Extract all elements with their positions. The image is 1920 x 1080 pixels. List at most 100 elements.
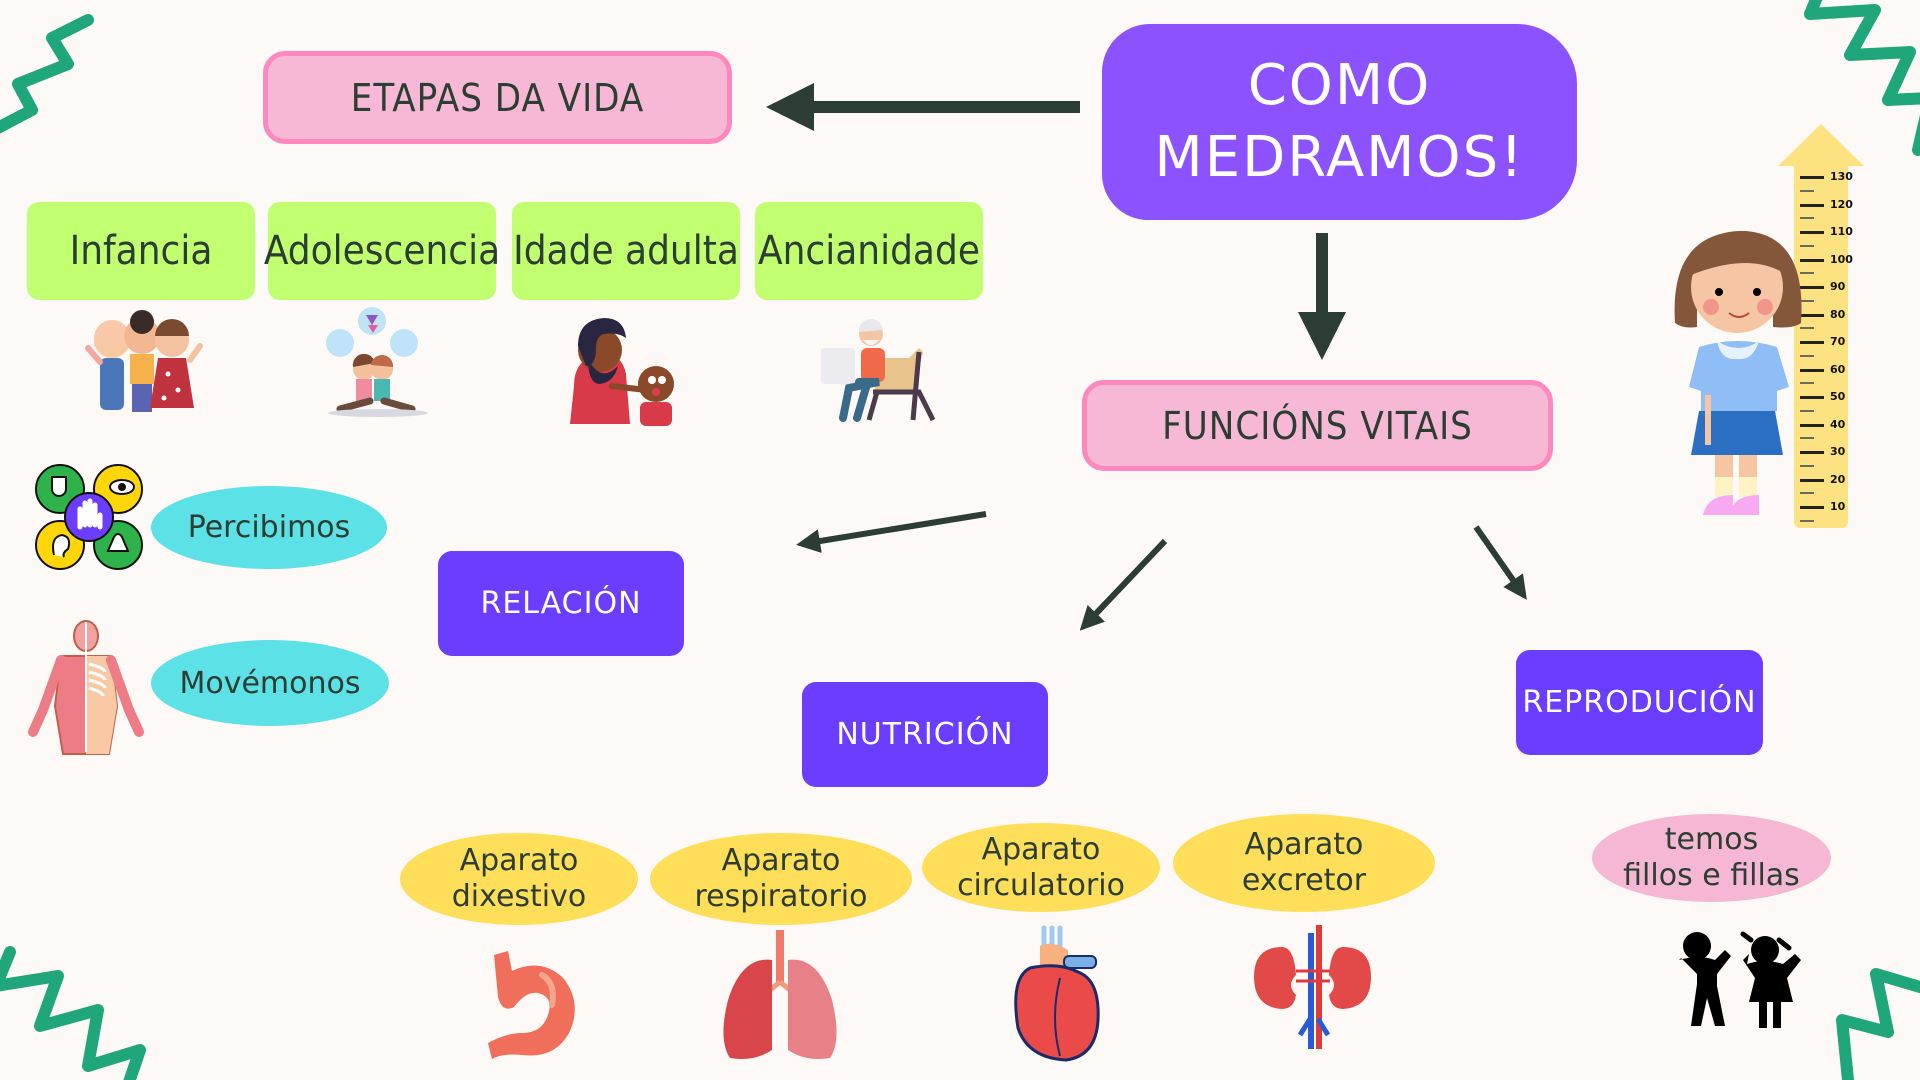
human-body-anatomy-icon (28, 620, 144, 755)
percibimos-label: Percibimos (187, 510, 351, 545)
stage-box-infancia: Infancia (27, 202, 255, 300)
zigzag-top-left (0, 14, 94, 134)
height-ruler: 130 120 110 100 90 80 70 60 50 40 30 20 10 (1778, 124, 1864, 529)
circulatorio-line1: Aparato (981, 831, 1101, 867)
ruler-minor-tick (1800, 217, 1814, 220)
dixestivo-line2: dixestivo (451, 879, 587, 914)
etapas-heading-box: ETAPAS DA VIDA (263, 51, 732, 144)
ruler-major-tick (1800, 396, 1824, 399)
ruler-label: 70 (1830, 335, 1846, 348)
ruler-label: 30 (1830, 445, 1846, 458)
temos-line2: fillos e fillas (1623, 858, 1800, 893)
stage-label: Ancianidade (758, 228, 980, 274)
movemonos-ellipse: Movémonos (151, 640, 389, 726)
ruler-major-tick (1800, 478, 1824, 482)
stage-box-ancianidade: Ancianidade (755, 202, 983, 300)
ruler-label: 40 (1830, 417, 1846, 431)
dixestivo-line1: Aparato (459, 843, 579, 878)
temos-line1: temos (1664, 822, 1759, 857)
ruler-minor-tick (1800, 519, 1814, 522)
ruler-minor-tick (1800, 244, 1814, 247)
ruler-major-tick (1800, 258, 1824, 262)
respiratorio-line1: Aparato (721, 843, 841, 878)
ruler-body (1794, 164, 1848, 528)
etapas-heading: ETAPAS DA VIDA (350, 75, 645, 120)
children-group-icon (85, 310, 203, 412)
ruler-label: 50 (1830, 390, 1846, 403)
ruler-minor-tick (1800, 354, 1814, 357)
respiratorio-ellipse: Aparato respiratorio (650, 833, 912, 925)
funcions-heading-box: FUNCIÓNS VITAIS (1082, 380, 1553, 471)
stage-label: Adolescencia (263, 228, 501, 274)
ruler-major-tick (1800, 231, 1824, 234)
respiratorio-line2: respiratorio (694, 879, 868, 914)
ruler-label: 60 (1830, 362, 1846, 376)
excretor-line2: excretor (1241, 863, 1367, 898)
ruler-label: 20 (1830, 472, 1846, 486)
main-title-line1: COMO (1247, 53, 1432, 118)
stage-box-idade-adulta: Idade adulta (512, 202, 740, 300)
ruler-major-tick (1800, 451, 1824, 454)
ruler-minor-tick (1800, 409, 1814, 412)
circulatorio-line2: circulatorio (957, 867, 1125, 903)
kidneys-icon (1254, 925, 1371, 1049)
ruler-minor-tick (1800, 382, 1814, 385)
reproducion-box: REPRODUCIÓN (1516, 650, 1763, 755)
girl-illustration (1674, 231, 1802, 515)
father-baby-icon (570, 318, 674, 426)
ruler-arrowhead (1778, 124, 1864, 166)
ruler-major-tick (1800, 506, 1824, 509)
ruler-major-tick (1800, 176, 1824, 179)
ruler-major-tick (1800, 203, 1824, 207)
movemonos-label: Movémonos (179, 665, 361, 701)
ruler-label: 100 (1830, 252, 1853, 266)
ruler-minor-tick (1800, 327, 1814, 330)
zigzag-bottom-right (1836, 968, 1920, 1080)
arrow-to-reproducion (1473, 525, 1527, 600)
main-title-line2: MEDRAMOS! (1154, 125, 1525, 190)
ruler-minor-tick (1800, 272, 1814, 275)
ruler-minor-tick (1800, 492, 1814, 495)
kids-silhouette-icon (1679, 931, 1801, 1028)
zigzag-top-right (1804, 0, 1920, 156)
ruler-major-tick (1800, 368, 1824, 372)
dixestivo-ellipse: Aparato dixestivo (400, 833, 638, 925)
zigzag-bottom-left (0, 946, 146, 1080)
elderly-reading-icon (821, 318, 936, 422)
nutricion-box: NUTRICIÓN (802, 682, 1048, 787)
relacion-label: RELACIÓN (480, 586, 642, 621)
ruler-label: 90 (1830, 280, 1846, 293)
circulatorio-ellipse: Aparato circulatorio (922, 823, 1160, 912)
arrow-to-nutricion (1079, 538, 1168, 631)
main-title-box: COMO MEDRAMOS! (1102, 24, 1577, 220)
excretor-line1: Aparato (1244, 827, 1364, 862)
ruler-minor-tick (1800, 189, 1814, 192)
ruler-major-tick (1800, 423, 1824, 427)
nutricion-label: NUTRICIÓN (836, 717, 1014, 752)
stage-label: Infancia (69, 228, 213, 274)
ruler-minor-tick (1800, 464, 1814, 467)
ruler-label: 120 (1830, 197, 1853, 211)
percibimos-ellipse: Percibimos (151, 486, 387, 569)
arrow-to-relacion (796, 511, 987, 553)
ruler-label: 110 (1830, 225, 1853, 238)
ruler-major-tick (1800, 341, 1824, 344)
stomach-icon (488, 951, 575, 1059)
excretor-ellipse: Aparato excretor (1173, 814, 1435, 912)
ruler-major-tick (1800, 286, 1824, 289)
senses-icon (35, 464, 143, 570)
ruler-minor-tick (1800, 437, 1814, 440)
reproducion-label: REPRODUCIÓN (1522, 685, 1757, 720)
ruler-major-tick (1800, 313, 1824, 317)
ruler-label: 80 (1830, 307, 1846, 321)
heart-icon (1014, 925, 1100, 1062)
ruler-label: 130 (1830, 170, 1853, 183)
relacion-box: RELACIÓN (438, 551, 684, 656)
stage-label: Idade adulta (513, 228, 739, 274)
lungs-icon (723, 930, 837, 1059)
temos-fillos-ellipse: temos fillos e fillas (1592, 814, 1831, 902)
funcions-heading: FUNCIÓNS VITAIS (1162, 403, 1473, 448)
ruler-minor-tick (1800, 299, 1814, 302)
ruler-label: 10 (1830, 500, 1846, 513)
